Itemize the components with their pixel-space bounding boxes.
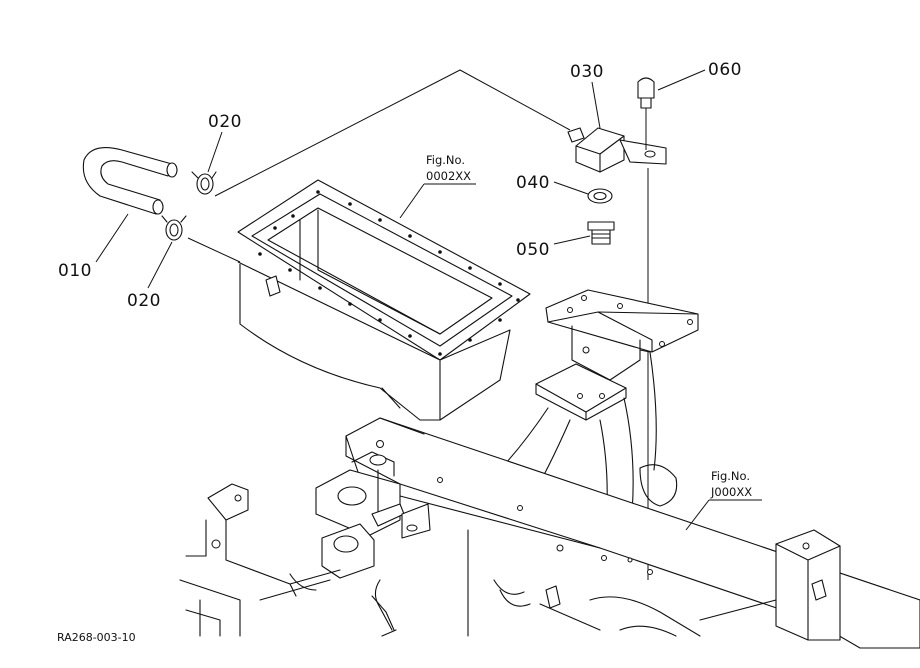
clamp-020-lower — [161, 215, 187, 241]
callout-050: 050 — [516, 235, 591, 260]
fitting-030 — [567, 127, 667, 173]
fig-ref-j000xx-line2: J000XX — [710, 485, 752, 499]
callout-020-upper: 020 — [207, 112, 242, 173]
callout-030: 030 — [570, 62, 604, 129]
hose-010 — [82, 147, 178, 215]
callout-020-lower: 020 — [127, 241, 173, 311]
oil-pan — [237, 179, 531, 421]
frame-lower-center — [371, 529, 601, 637]
part-number-040: 040 — [516, 173, 550, 193]
frame-lower-left — [179, 483, 341, 637]
part-number-010: 010 — [58, 261, 92, 281]
clamp-020-upper — [191, 171, 217, 195]
frame-left — [315, 451, 431, 579]
sensor-060 — [637, 77, 655, 150]
part-number-020-lower: 020 — [127, 291, 161, 311]
hose-routing-line — [187, 69, 571, 263]
fig-ref-j000xx: Fig.No. J000XX — [685, 469, 762, 531]
part-number-030: 030 — [570, 62, 604, 82]
fig-ref-0002xx: Fig.No. 0002XX — [399, 153, 476, 219]
part-number-020-upper: 020 — [208, 112, 242, 132]
fig-ref-0002xx-line2: 0002XX — [426, 169, 471, 183]
fig-ref-j000xx-line1: Fig.No. — [711, 469, 750, 483]
bracket-lower — [535, 363, 627, 421]
part-number-050: 050 — [516, 240, 550, 260]
washer-040 — [587, 188, 613, 204]
fig-ref-0002xx-line1: Fig.No. — [426, 153, 465, 167]
frame-lower-right — [589, 529, 841, 641]
drawing-code: RA268-003-10 — [57, 631, 136, 644]
callout-040: 040 — [516, 173, 589, 195]
callout-060: 060 — [657, 60, 742, 91]
callout-010: 010 — [58, 213, 129, 281]
bracket-upper — [545, 289, 699, 381]
part-number-060: 060 — [708, 60, 742, 80]
plug-050 — [587, 221, 615, 245]
